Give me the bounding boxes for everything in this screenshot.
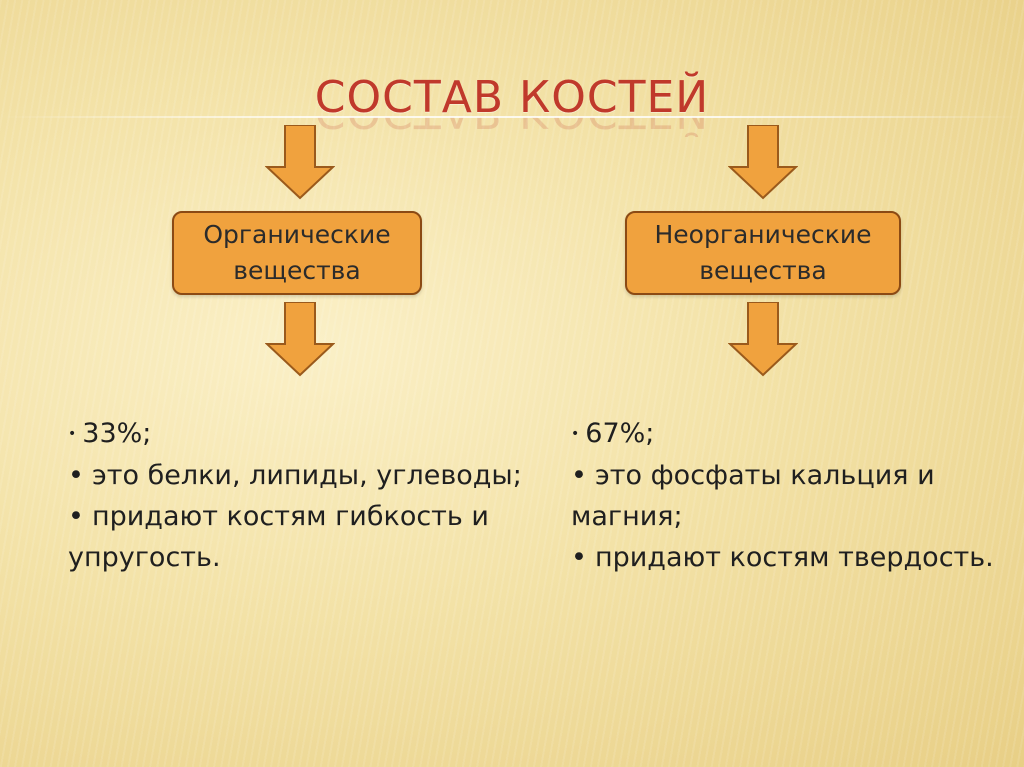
list-item: •придают костям гибкость и упругость. bbox=[68, 501, 489, 573]
title-block: СОСТАВ КОСТЕЙ СОСТАВ КОСТЕЙ bbox=[0, 72, 1024, 137]
slide-title-reflection: СОСТАВ КОСТЕЙ bbox=[0, 117, 1024, 137]
organic-substances-box: Органические вещества bbox=[172, 211, 422, 295]
slide-title: СОСТАВ КОСТЕЙ bbox=[314, 72, 710, 123]
inorganic-substances-box: Неорганические вещества bbox=[625, 211, 901, 295]
list-item: •33%; bbox=[68, 418, 152, 449]
down-arrow-icon bbox=[728, 125, 798, 200]
down-arrow-icon bbox=[728, 302, 798, 377]
list-item: •67%; bbox=[571, 418, 655, 449]
organic-list: •33%; •это белки, липиды, углеводы; •при… bbox=[68, 413, 528, 578]
down-arrow-icon bbox=[265, 125, 335, 200]
inorganic-box-line2: вещества bbox=[699, 256, 827, 285]
list-item: •это фосфаты кальция и магния; bbox=[571, 460, 935, 532]
list-item: •это белки, липиды, углеводы; bbox=[68, 460, 522, 491]
inorganic-box-line1: Неорганические bbox=[654, 220, 872, 249]
inorganic-list: •67%; •это фосфаты кальция и магния; •пр… bbox=[571, 413, 994, 578]
organic-box-line2: вещества bbox=[233, 256, 361, 285]
organic-box-line1: Органические bbox=[203, 220, 391, 249]
down-arrow-icon bbox=[265, 302, 335, 377]
list-item: •придают костям твердость. bbox=[571, 542, 994, 573]
title-underline bbox=[0, 116, 1024, 118]
